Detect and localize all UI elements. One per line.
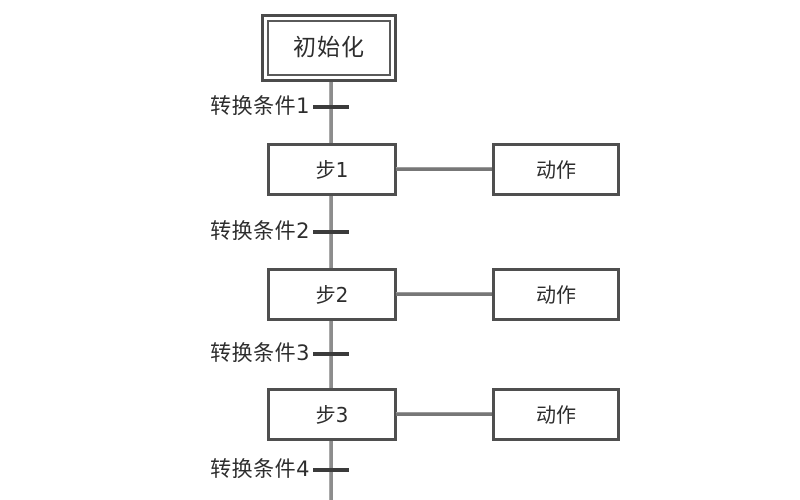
step-label-2: 步2 (315, 282, 349, 307)
transition-label-1: 转换条件1 (210, 94, 310, 118)
initial-step-label: 初始化 (293, 34, 365, 61)
step-box-1[interactable]: 步1 (267, 143, 397, 196)
transition-bar-4 (313, 468, 349, 472)
action-box-2[interactable]: 动作 (492, 268, 620, 321)
transition-bar-1 (313, 105, 349, 109)
bus-line-segment-t3-to-step3 (329, 354, 333, 392)
bus-line-segment-step2-to-t3 (329, 319, 333, 359)
action-connector-1 (396, 167, 493, 171)
action-label-2: 动作 (536, 282, 576, 307)
initial-step-inner-frame: 初始化 (267, 20, 391, 76)
step-box-3[interactable]: 步3 (267, 388, 397, 441)
step-box-2[interactable]: 步2 (267, 268, 397, 321)
bus-line-segment-t2-to-step2 (329, 232, 333, 272)
bus-line-segment-initial-to-t1 (329, 82, 333, 109)
action-label-1: 动作 (536, 157, 576, 182)
action-box-1[interactable]: 动作 (492, 143, 620, 196)
action-connector-3 (396, 412, 493, 416)
action-label-3: 动作 (536, 402, 576, 427)
action-connector-2 (396, 292, 493, 296)
transition-label-2: 转换条件2 (210, 219, 310, 243)
transition-label-4: 转换条件4 (210, 457, 310, 481)
bus-line-segment-t1-to-step1 (329, 107, 333, 147)
bus-line-segment-step1-to-t2 (329, 194, 333, 236)
initial-step-box[interactable]: 初始化 (261, 14, 397, 82)
step-label-1: 步1 (315, 157, 349, 182)
transition-label-3: 转换条件3 (210, 341, 310, 365)
action-box-3[interactable]: 动作 (492, 388, 620, 441)
transition-bar-2 (313, 230, 349, 234)
transition-bar-3 (313, 352, 349, 356)
step-label-3: 步3 (315, 402, 349, 427)
